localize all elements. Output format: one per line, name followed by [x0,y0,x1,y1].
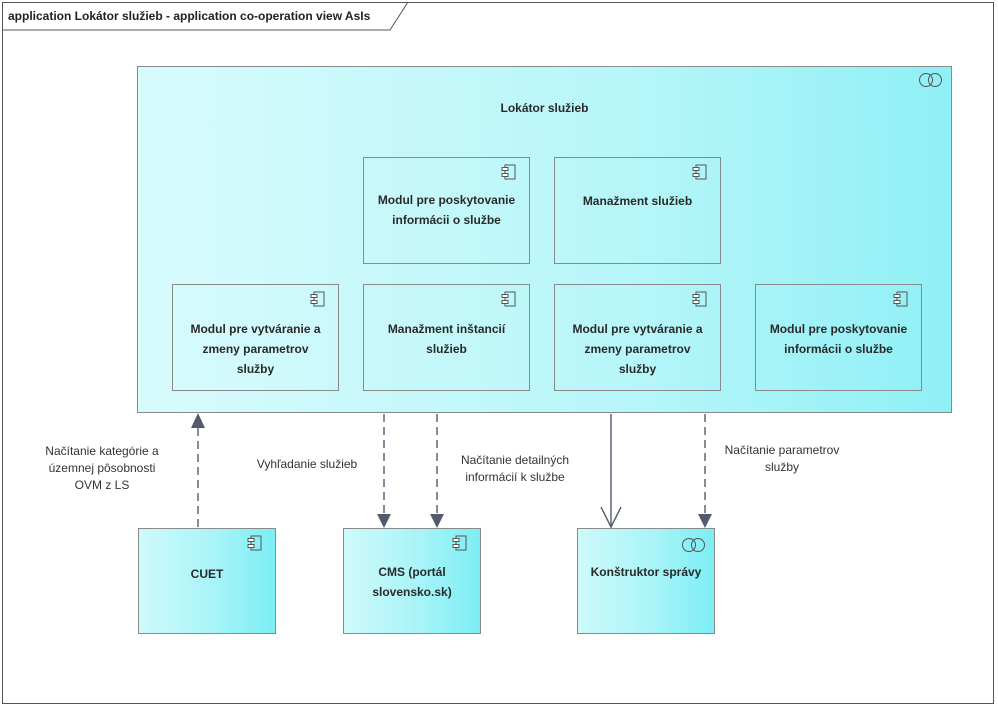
collaboration-icon [919,73,942,87]
component-modul-vytvaranie-2[interactable]: Modul pre vytváranie a zmeny parametrov … [554,284,721,391]
component-icon [893,291,908,307]
component-modul-poskytovanie-2[interactable]: Modul pre poskytovanie informácii o služ… [755,284,922,391]
component-label-line: Modul pre poskytovanie [377,193,516,207]
relation-label-line: Načítanie kategórie a [45,444,159,458]
component-icon [501,164,516,180]
component-icon [247,535,262,551]
component-label-line: služby [618,362,657,376]
relation-label-detail: Načítanie detailných informácií k službe [440,452,590,486]
component-label-line: informácii o službe [784,342,893,356]
component-label-line: Konštruktor správy [590,565,702,579]
title-tab-outline [2,1,409,31]
container-label: Lokátor služieb [500,101,589,115]
relation-label-line: OVM z LS [74,478,130,492]
component-label-line: CMS (portál [378,565,446,579]
relation-label-line: územnej pôsobnosti [48,461,156,475]
relation-label-line: Načítanie detailných [460,453,570,467]
component-modul-poskytovanie-1[interactable]: Modul pre poskytovanie informácii o služ… [363,157,530,264]
container-lokator-sluzieb[interactable]: Lokátor služieb [137,66,952,413]
relation-label-search: Vyhľadanie služieb [232,456,382,473]
component-label-line: Modul pre vytváranie a [190,322,321,336]
component-manazment-sluzieb[interactable]: Manažment služieb [554,157,721,264]
component-cms[interactable]: CMS (portál slovensko.sk) [343,528,481,634]
component-label-line: Modul pre poskytovanie [769,322,908,336]
component-label-line: služby [236,362,275,376]
component-label-line: zmeny parametrov [584,342,691,356]
component-label-line: služieb [426,342,467,356]
component-label-line: slovensko.sk) [372,585,452,599]
collaboration-icon [682,538,705,552]
relation-solid-arrowhead [600,506,622,529]
relation-label-line: Načítanie parametrov [724,443,840,457]
component-label-line: zmeny parametrov [202,342,309,356]
component-icon [692,291,707,307]
relation-params-arrowhead [698,514,712,528]
component-label-line: Modul pre vytváranie a [572,322,703,336]
collaboration-konstruktor-spravy[interactable]: Konštruktor správy [577,528,715,634]
component-label-line: informácii o službe [392,213,501,227]
relation-cuet-arrowhead [191,413,205,428]
component-icon [692,164,707,180]
component-label-line: Manažment služieb [582,194,693,208]
relation-label-cuet: Načítanie kategórie a územnej pôsobnosti… [22,443,182,494]
relation-label-line: služby [764,460,799,474]
component-icon [452,535,467,551]
component-label-line: CUET [190,567,224,581]
relation-detail-arrowhead [430,514,444,528]
relation-label-line: informácií k službe [465,470,565,484]
relation-label-line: Vyhľadanie služieb [256,457,358,471]
diagram-title: application Lokátor služieb - applicatio… [8,9,371,23]
relation-search-arrowhead [377,514,391,528]
component-modul-vytvaranie-1[interactable]: Modul pre vytváranie a zmeny parametrov … [172,284,339,391]
component-cuet[interactable]: CUET [138,528,276,634]
component-icon [310,291,325,307]
relation-label-params: Načítanie parametrov služby [707,442,857,476]
component-manazment-instancii[interactable]: Manažment inštancií služieb [363,284,530,391]
component-icon [501,291,516,307]
component-label-line: Manažment inštancií [387,322,506,336]
